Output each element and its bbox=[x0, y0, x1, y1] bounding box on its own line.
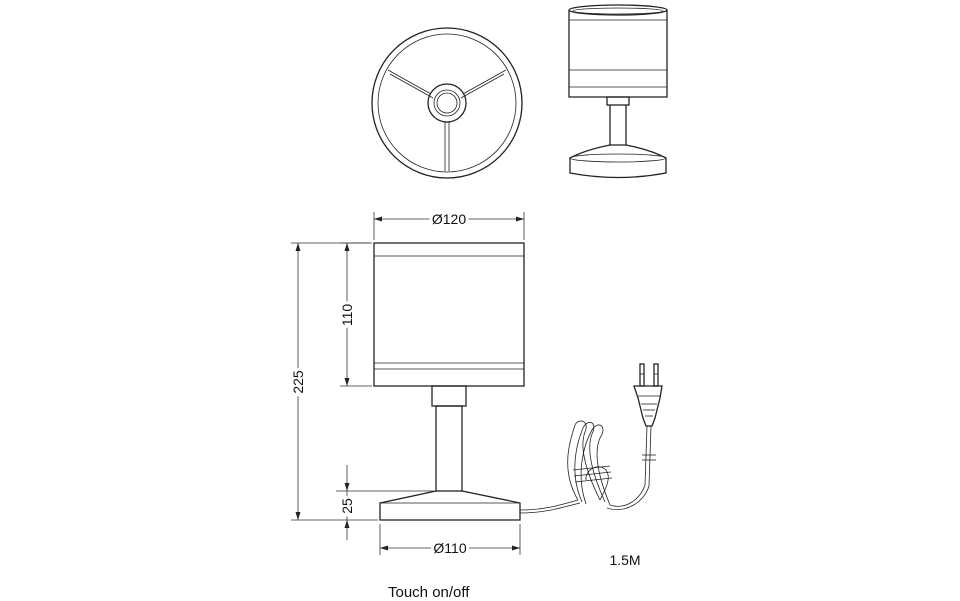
euro-plug bbox=[633, 363, 663, 427]
label-base-height: 25 bbox=[339, 498, 355, 514]
label-cable-length: 1.5M bbox=[609, 552, 640, 568]
dimension-base-height bbox=[336, 465, 434, 540]
top-view bbox=[371, 27, 523, 179]
power-cable bbox=[519, 420, 656, 514]
label-base-diameter: Ø110 bbox=[433, 540, 466, 556]
dimension-shade-diameter bbox=[373, 212, 525, 240]
lamp-front-view bbox=[373, 242, 525, 521]
dimension-total-height bbox=[291, 242, 378, 521]
label-shade-diameter: Ø120 bbox=[432, 211, 466, 227]
label-total-height: 225 bbox=[290, 370, 306, 394]
dimension-base-diameter bbox=[379, 524, 521, 555]
side-view-small bbox=[568, 4, 668, 179]
touch-switch-caption: Touch on/off bbox=[388, 584, 470, 601]
label-shade-height: 110 bbox=[339, 304, 355, 327]
